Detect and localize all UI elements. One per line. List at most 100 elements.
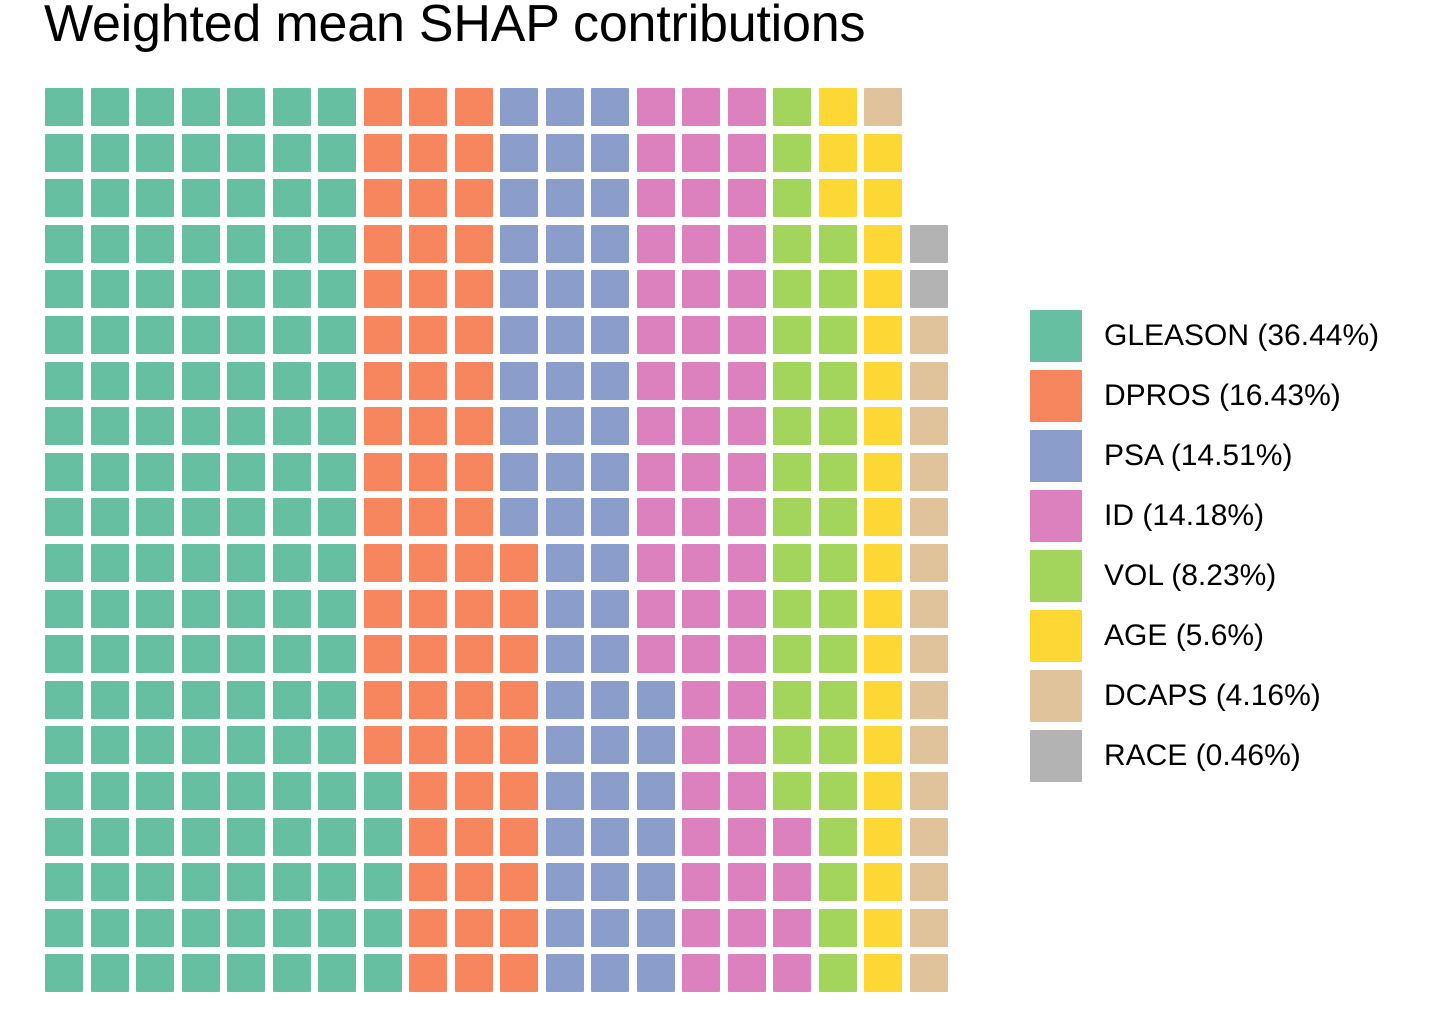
waffle-cell-gleason (181, 726, 220, 765)
waffle-cell-vol (818, 954, 857, 993)
waffle-cell-age (864, 771, 902, 810)
waffle-cell-dpros (454, 179, 493, 218)
page-title: Weighted mean SHAP contributions (44, 0, 866, 53)
waffle-cell-psa (545, 452, 584, 491)
waffle-cell-gleason (136, 452, 174, 491)
waffle-cell-gleason (181, 315, 220, 354)
waffle-cell-id (636, 179, 675, 218)
waffle-cell-age (864, 133, 902, 172)
waffle-cell-psa (545, 315, 584, 354)
waffle-cell-gleason (136, 817, 174, 856)
waffle-cell-psa (591, 407, 629, 446)
waffle-cell-dpros (500, 680, 538, 719)
legend-label: DPROS (16.43%) (1104, 379, 1341, 412)
legend-item-gleason[interactable]: GLEASON (36.44%) (1030, 306, 1430, 366)
legend-item-dcaps[interactable]: DCAPS (4.16%) (1030, 666, 1430, 726)
waffle-cell-dpros (500, 908, 538, 947)
waffle-cell-vol (773, 498, 811, 537)
waffle-cell-dpros (409, 224, 447, 263)
waffle-cell-vol (773, 589, 811, 628)
waffle-cell-vol (773, 543, 811, 582)
waffle-cell-id (636, 361, 675, 400)
legend-label: AGE (5.6%) (1104, 619, 1265, 652)
waffle-cell-gleason (181, 361, 220, 400)
legend-item-age[interactable]: AGE (5.6%) (1030, 606, 1430, 666)
waffle-cell-gleason (181, 863, 220, 902)
waffle-cell-id (727, 179, 766, 218)
waffle-cell-gleason (136, 407, 174, 446)
waffle-cell-gleason (318, 315, 356, 354)
waffle-cell-gleason (363, 908, 402, 947)
waffle-cell-gleason (136, 680, 174, 719)
waffle-cell-psa (500, 224, 538, 263)
legend-swatch-dcaps (1030, 670, 1082, 722)
waffle-cell-gleason (318, 498, 356, 537)
waffle-row (45, 726, 965, 772)
waffle-cell-id (727, 133, 766, 172)
waffle-cell-gleason (90, 498, 129, 537)
waffle-cell-dpros (454, 407, 493, 446)
waffle-cell-gleason (318, 270, 356, 309)
waffle-cell-gleason (45, 635, 83, 674)
legend-item-vol[interactable]: VOL (8.23%) (1030, 546, 1430, 606)
waffle-cell-dpros (454, 635, 493, 674)
legend-item-psa[interactable]: PSA (14.51%) (1030, 426, 1430, 486)
waffle-cell-psa (500, 270, 538, 309)
legend-item-dpros[interactable]: DPROS (16.43%) (1030, 366, 1430, 426)
waffle-cell-dpros (363, 726, 402, 765)
waffle-cell-dpros (409, 589, 447, 628)
waffle-cell-id (682, 224, 720, 263)
waffle-cell-vol (773, 88, 811, 126)
waffle-cell-gleason (318, 589, 356, 628)
waffle-cell-vol (773, 407, 811, 446)
waffle-cell-gleason (45, 407, 83, 446)
waffle-cell-dpros (454, 452, 493, 491)
waffle-cell-dpros (409, 88, 447, 126)
waffle-cell-gleason (227, 407, 265, 446)
waffle-cell-vol (818, 498, 857, 537)
waffle-row (45, 361, 965, 408)
waffle-cell-age (818, 133, 857, 172)
legend-item-id[interactable]: ID (14.18%) (1030, 486, 1430, 546)
waffle-cell-id (727, 224, 766, 263)
legend-item-race[interactable]: RACE (0.46%) (1030, 726, 1430, 786)
waffle-cell-psa (545, 589, 584, 628)
legend-label: GLEASON (36.44%) (1104, 319, 1380, 352)
waffle-cell-age (864, 635, 902, 674)
waffle-cell-psa (591, 224, 629, 263)
waffle-cell-vol (773, 179, 811, 218)
waffle-cell-gleason (136, 726, 174, 765)
waffle-cell-vol (818, 270, 857, 309)
waffle-cell-psa (545, 908, 584, 947)
waffle-cell-gleason (318, 771, 356, 810)
waffle-cell-id (682, 407, 720, 446)
waffle-cell-dpros (454, 543, 493, 582)
waffle-cell-psa (545, 863, 584, 902)
waffle-cell-gleason (272, 954, 311, 993)
legend-label: ID (14.18%) (1104, 499, 1265, 532)
waffle-cell-id (727, 270, 766, 309)
waffle-cell-id (727, 680, 766, 719)
waffle-cell-gleason (363, 771, 402, 810)
waffle-cell-dcaps (909, 680, 948, 719)
waffle-cell-dpros (500, 726, 538, 765)
waffle-cell-dpros (363, 452, 402, 491)
waffle-cell-psa (591, 179, 629, 218)
waffle-cell-gleason (272, 726, 311, 765)
waffle-row (45, 270, 965, 316)
waffle-cell-gleason (136, 133, 174, 172)
waffle-cell-id (727, 361, 766, 400)
waffle-cell-gleason (272, 908, 311, 947)
waffle-cell-gleason (45, 543, 83, 582)
waffle-cell-psa (636, 771, 675, 810)
waffle-cell-id (682, 771, 720, 810)
waffle-cell-dpros (409, 361, 447, 400)
waffle-cell-gleason (363, 954, 402, 993)
waffle-cell-gleason (181, 498, 220, 537)
waffle-cell-gleason (318, 88, 356, 126)
waffle-cell-id (682, 88, 720, 126)
waffle-cell-vol (818, 817, 857, 856)
waffle-cell-age (864, 361, 902, 400)
waffle-cell-dcaps (909, 315, 948, 354)
